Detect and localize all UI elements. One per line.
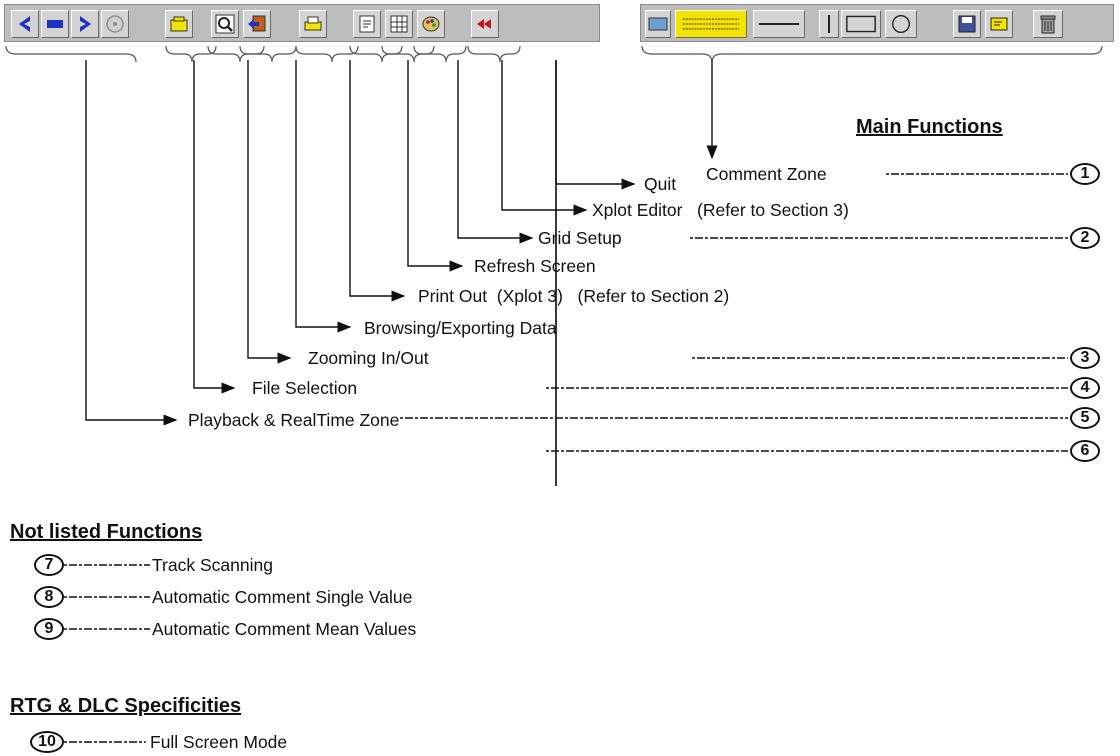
label-track-scanning: Track Scanning bbox=[152, 555, 273, 575]
label-file-selection: File Selection bbox=[252, 378, 358, 398]
disc-icon[interactable] bbox=[101, 10, 129, 38]
palette-icon[interactable] bbox=[417, 10, 445, 38]
label-playback-realtime: Playback & RealTime Zone bbox=[188, 410, 400, 430]
callout-number: 3 bbox=[1070, 347, 1100, 369]
notes-icon[interactable] bbox=[675, 10, 747, 38]
callout-number: 4 bbox=[1070, 377, 1100, 399]
label-browsing-exporting: Browsing/Exporting Data bbox=[364, 318, 557, 338]
label-refresh-screen: Refresh Screen bbox=[474, 256, 596, 276]
comment-text-icon[interactable] bbox=[645, 10, 671, 38]
callout-number: 8 bbox=[34, 586, 64, 608]
label-auto-comment-mean: Automatic Comment Mean Values bbox=[152, 619, 417, 639]
main-functions-heading: Main Functions bbox=[856, 116, 1003, 138]
callout-number: 1 bbox=[1070, 163, 1100, 185]
grid-icon[interactable] bbox=[385, 10, 413, 38]
not-listed-heading: Not listed Functions bbox=[10, 521, 203, 543]
save-icon[interactable] bbox=[953, 10, 981, 38]
arrow-right-icon[interactable] bbox=[71, 10, 99, 38]
quit-icon[interactable] bbox=[471, 10, 499, 38]
callout-number: 2 bbox=[1070, 227, 1100, 249]
callout-number: 7 bbox=[34, 554, 64, 576]
callout-number: 6 bbox=[1070, 440, 1100, 462]
printer-icon[interactable] bbox=[299, 10, 327, 38]
line-tool-icon[interactable] bbox=[753, 10, 805, 38]
rectangle-tool-icon[interactable] bbox=[841, 10, 881, 38]
callout-number: 9 bbox=[34, 618, 64, 640]
label-auto-comment-single: Automatic Comment Single Value bbox=[152, 587, 413, 607]
label-zooming: Zooming In/Out bbox=[308, 348, 429, 368]
main-toolbar bbox=[4, 4, 600, 42]
export-icon[interactable] bbox=[243, 10, 271, 38]
label-xplot-editor: Xplot Editor (Refer to Section 3) bbox=[592, 200, 849, 220]
rtg-dlc-heading: RTG & DLC Specificities bbox=[10, 695, 242, 717]
circle-tool-icon[interactable] bbox=[885, 10, 917, 38]
label-full-screen: Full Screen Mode bbox=[150, 732, 288, 752]
callout-number: 5 bbox=[1070, 407, 1100, 429]
label-quit: Quit bbox=[644, 174, 677, 194]
comment-toolbar bbox=[640, 4, 1114, 42]
trash-icon[interactable] bbox=[1033, 10, 1063, 38]
refresh-icon[interactable] bbox=[353, 10, 381, 38]
arrow-down-icon[interactable] bbox=[41, 10, 69, 38]
notes-icon[interactable] bbox=[985, 10, 1013, 38]
label-comment-zone: Comment Zone bbox=[706, 164, 827, 184]
folder-icon[interactable] bbox=[165, 10, 193, 38]
label-print-out: Print Out (Xplot 3) (Refer to Section 2) bbox=[418, 286, 730, 306]
callout-number: 10 bbox=[30, 731, 64, 753]
vertical-line-icon[interactable] bbox=[819, 10, 839, 38]
arrow-left-icon[interactable] bbox=[11, 10, 39, 38]
label-grid-setup: Grid Setup bbox=[538, 228, 622, 248]
zoom-icon[interactable] bbox=[211, 10, 239, 38]
